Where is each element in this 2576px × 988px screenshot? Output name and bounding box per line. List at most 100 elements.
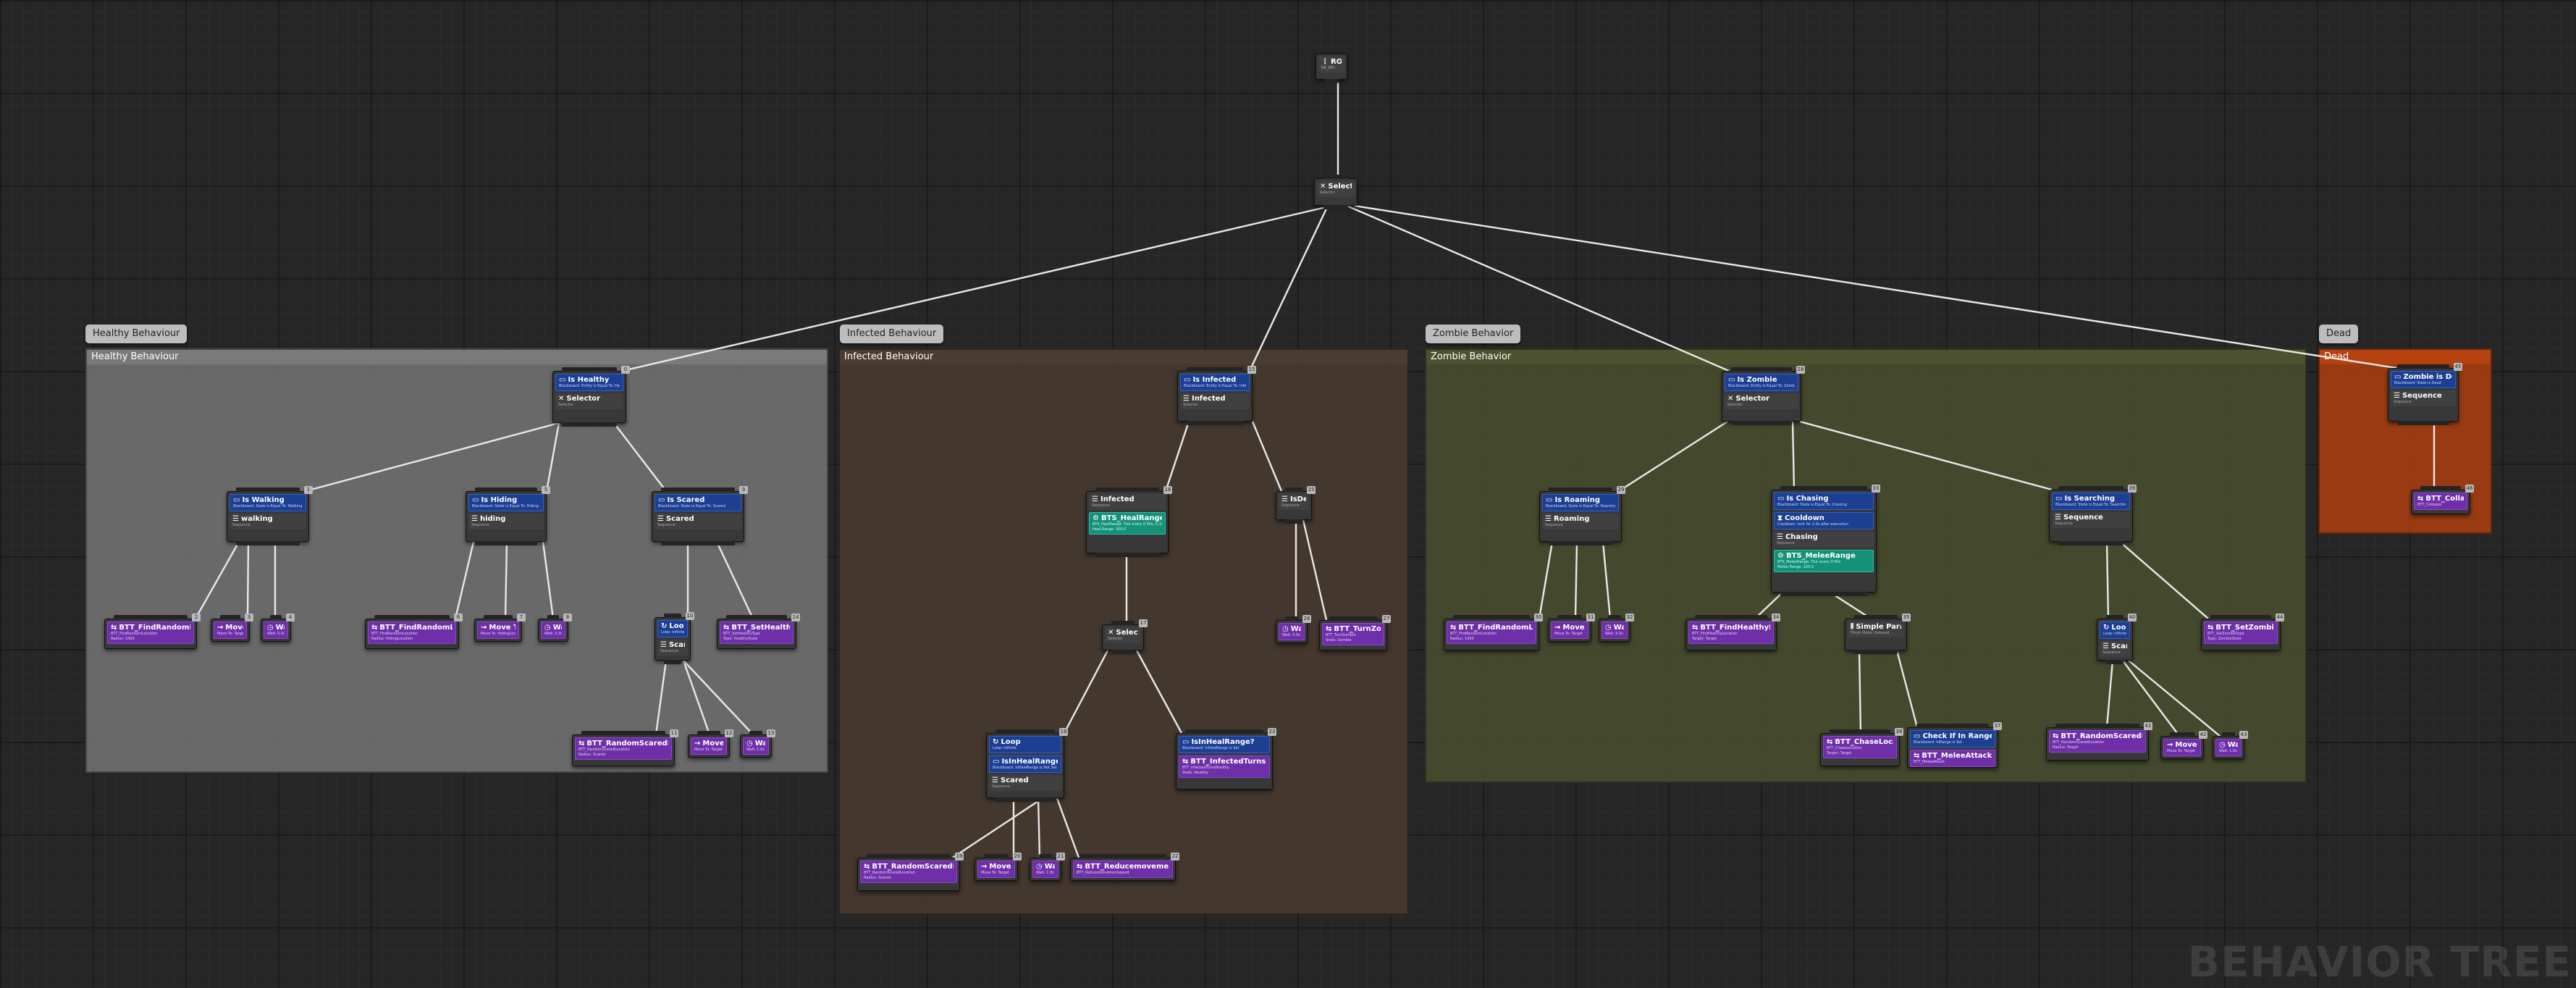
sequence-icon: ☰ xyxy=(1092,495,1098,503)
wait-task[interactable]: 13 ◷WaitWait: 1.0s xyxy=(740,729,775,758)
wait-icon: ◷ xyxy=(1605,624,1612,632)
composite-header: ☰IsDeadSequence xyxy=(1279,494,1309,510)
wait-task[interactable]: 21 ◷WaitWait: 1.0s xyxy=(1030,853,1065,881)
decorator-in-heal-range[interactable]: ▭IsInHealRange?Blackboard: InHealRange i… xyxy=(989,755,1061,773)
wait-task[interactable]: 26 ◷WaitWait: 5.0s xyxy=(1276,615,1311,643)
task-header: ⇆BTT_ReducemovementspeedBTT_Reducemoveme… xyxy=(1073,861,1173,878)
infected-turns-healthy-task[interactable]: 23 ▭IsInHealRange?Blackboard: InHealRang… xyxy=(1176,728,1276,790)
move-to-task[interactable]: 3 →Move ToMove To: Target xyxy=(211,614,253,642)
find-random-location-task[interactable]: 6 ⇆BTT_FindRandomLocationBTT_FindRandomL… xyxy=(365,614,463,649)
comment-bubble-infected[interactable]: Infected Behaviour xyxy=(840,325,944,343)
move-to-task[interactable]: 12 →Move ToMove To: Target xyxy=(688,729,733,758)
parallel-icon: ⫴ xyxy=(1851,623,1854,631)
wait-icon: ◷ xyxy=(544,624,551,632)
task-header: →Move ToMove To: Target xyxy=(977,861,1015,878)
blackboard-icon: ▭ xyxy=(993,758,1000,766)
comment-group-healthy[interactable]: Healthy Behaviour xyxy=(85,348,828,773)
wait-task[interactable]: 32 ◷WaitWait: 5.0s xyxy=(1599,614,1634,642)
move-to-task[interactable]: 7 →Move ToMove To: HidingLocation xyxy=(474,614,526,642)
find-random-location-task[interactable]: 2 ⇆BTT_FindRandomLocationBTT_FindRandomL… xyxy=(104,614,201,649)
collapse-task[interactable]: 46 ⇆BTT_CollapseBTT_Collapse xyxy=(2411,485,2474,514)
find-healthy-location-task[interactable]: 34 ⇆BTT_FindHealthyLocationBTT_FindHealt… xyxy=(1685,614,1780,650)
blackboard-icon: ▭ xyxy=(1728,376,1735,384)
root-icon: ⋮ xyxy=(1321,58,1329,66)
find-random-location-task[interactable]: 30 ⇆BTT_FindRandomLocationBTT_FindRandom… xyxy=(1444,614,1543,650)
decorator-in-heal-range[interactable]: ▭IsInHealRange?Blackboard: InHealRange i… xyxy=(1179,736,1270,753)
is-dead-sequence-node[interactable]: 25 ☰IsDeadSequence xyxy=(1276,486,1316,524)
random-scared-location-task[interactable]: 11 ⇆BTT_RandomScaredLocationBTT_RandomSc… xyxy=(572,729,678,766)
set-healthy-type-task[interactable]: 14 ⇆BTT_SetHealthyTypeBTT_SetHealthyType… xyxy=(717,614,800,649)
wait-task[interactable]: 8 ◷WaitWait: 5.0s xyxy=(538,614,572,642)
move-to-task[interactable]: 42 →Move ToMove To: Target xyxy=(2160,731,2207,759)
sequence-icon: ☰ xyxy=(232,515,239,523)
root-node[interactable]: ⋮ROOTBB_NPC xyxy=(1316,54,1347,83)
sequence-icon: ☰ xyxy=(1777,533,1783,541)
move-to-task[interactable]: 31 →Move ToMove To: Target xyxy=(1548,614,1595,642)
reduce-movement-speed-task[interactable]: 22 ⇆BTT_ReducemovementspeedBTT_Reducemov… xyxy=(1070,853,1179,881)
selector-icon: ✕ xyxy=(558,395,565,403)
wait-icon: ◷ xyxy=(1036,863,1043,871)
comment-bubble-dead[interactable]: Dead xyxy=(2319,325,2359,343)
sequence-icon: ☰ xyxy=(660,641,667,649)
comment-bubble-zombie[interactable]: Zombie Behavior xyxy=(1426,325,1521,343)
task-header: ◷WaitWait: 1.0s xyxy=(1032,861,1058,878)
zombie-is-dead-node[interactable]: 45 ▭Zombie is DeadBlackboard: State is D… xyxy=(2388,363,2462,425)
task-header: ⇆BTT_FindRandomLocationBTT_FindRandomLoc… xyxy=(1447,621,1536,644)
random-scared-location-task[interactable]: 41 ⇆BTT_RandomScaredLocationBTT_RandomSc… xyxy=(2046,722,2152,761)
comment-group-title: Dead xyxy=(2320,350,2491,364)
root-label: ⋮ROOTBB_NPC xyxy=(1318,56,1344,72)
task-icon: ⇆ xyxy=(578,740,585,748)
decorator-zombie-is-dead[interactable]: ▭Zombie is DeadBlackboard: State is Dead xyxy=(2391,371,2456,388)
blackboard-icon: ▭ xyxy=(1914,732,1921,740)
selector-icon: ✕ xyxy=(1320,183,1326,191)
blackboard-icon: ▭ xyxy=(233,496,240,504)
comment-bubble-healthy[interactable]: Healthy Behaviour xyxy=(85,325,188,343)
task-header: ⇆BTT_SetHealthyTypeBTT_SetHealthyTypeTyp… xyxy=(720,621,794,644)
chase-location-task[interactable]: 36 ⇆BTT_ChaseLocationBTT_ChaseLocationTa… xyxy=(1820,728,1903,766)
task-icon: ⇆ xyxy=(1077,863,1083,871)
wait-task[interactable]: 4 ◷WaitWait: 5.0s xyxy=(261,614,295,642)
move-to-task[interactable]: 20 →Move ToMove To: Target xyxy=(975,853,1022,881)
simple-parallel-node[interactable]: 35 ⫴Simple ParallelFinish Mode: Delayed xyxy=(1845,614,1911,654)
set-zombie-type-task[interactable]: 44 ⇆BTT_SetZombieTypeBTT_SetZombieTypeTy… xyxy=(2201,614,2284,650)
wait-task[interactable]: 43 ◷WaitWait: 1.0s xyxy=(2213,731,2248,759)
random-scared-location-task[interactable]: 19 ⇆BTT_RandomScaredLocationBTT_RandomSc… xyxy=(857,853,964,891)
